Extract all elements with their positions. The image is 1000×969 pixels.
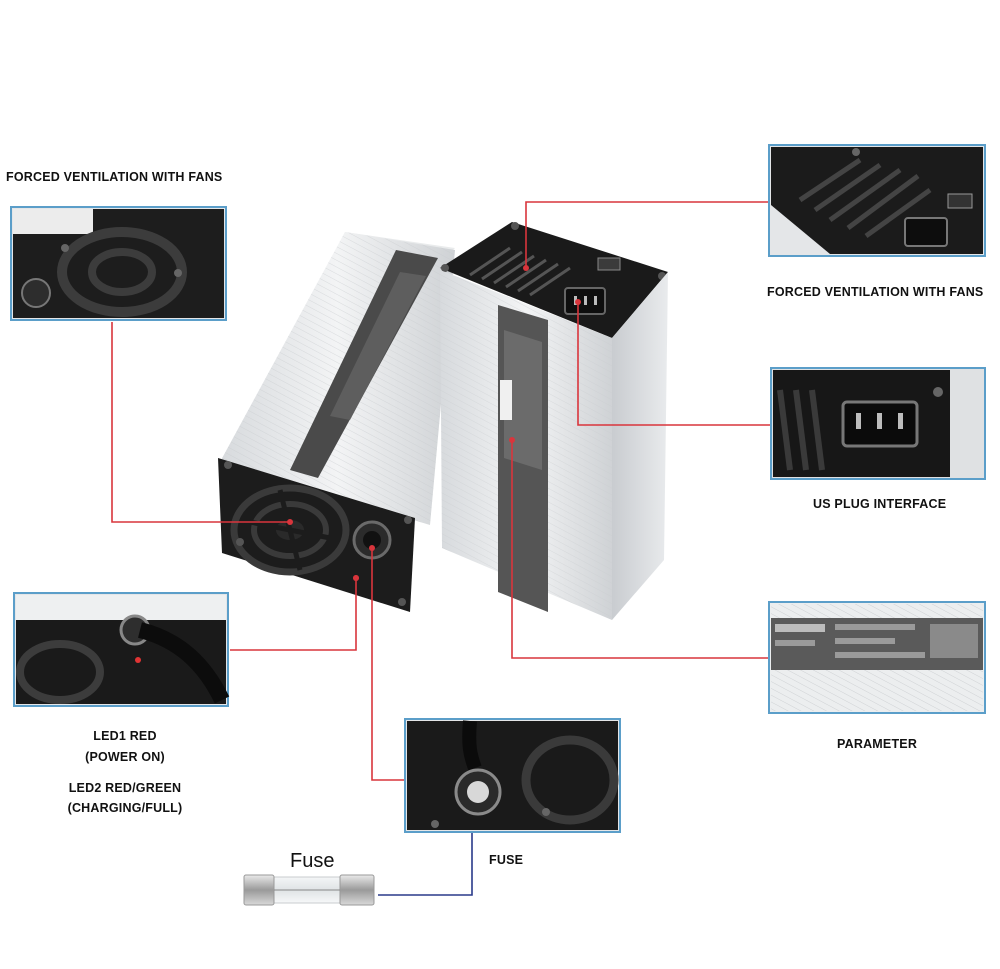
- label-fuse: FUSE: [489, 853, 524, 867]
- left-charger-unit: [218, 232, 455, 612]
- label-led1-line1: LED1 RED: [93, 729, 157, 743]
- detail-frame-vent-right: [768, 144, 986, 257]
- label-us-plug: US PLUG INTERFACE: [813, 497, 947, 511]
- detail-frame-us-plug: [770, 367, 986, 480]
- fuse-holder-icon: [454, 768, 502, 816]
- label-led2-line2: (CHARGING/FULL): [67, 801, 183, 815]
- power-switch-icon: [597, 257, 621, 271]
- detail-frame-led: [13, 592, 230, 707]
- callout-lines: [111, 201, 772, 781]
- detail-frame-fan-left: [10, 206, 227, 321]
- detail-frame-fuse-holder: [404, 718, 621, 833]
- fuse-title: Fuse: [290, 850, 335, 872]
- label-led1-line2: (POWER ON): [85, 750, 165, 764]
- label-vent-left: FORCED VENTILATION WITH FANS: [6, 170, 223, 184]
- label-vent-right: FORCED VENTILATION WITH FANS: [767, 285, 984, 299]
- label-led2-line1: LED2 RED/GREEN: [68, 781, 182, 795]
- label-parameter: PARAMETER: [837, 737, 918, 751]
- detail-frame-parameter: [768, 601, 986, 714]
- led-icon: [135, 657, 141, 663]
- right-charger-unit: [440, 222, 668, 620]
- fuse-callout-line: [378, 832, 473, 896]
- cable-gland-icon: [352, 520, 392, 560]
- glass-fuse-icon: [243, 874, 375, 906]
- iec-socket-icon: [564, 287, 606, 315]
- fan-grille-icon: [230, 484, 350, 576]
